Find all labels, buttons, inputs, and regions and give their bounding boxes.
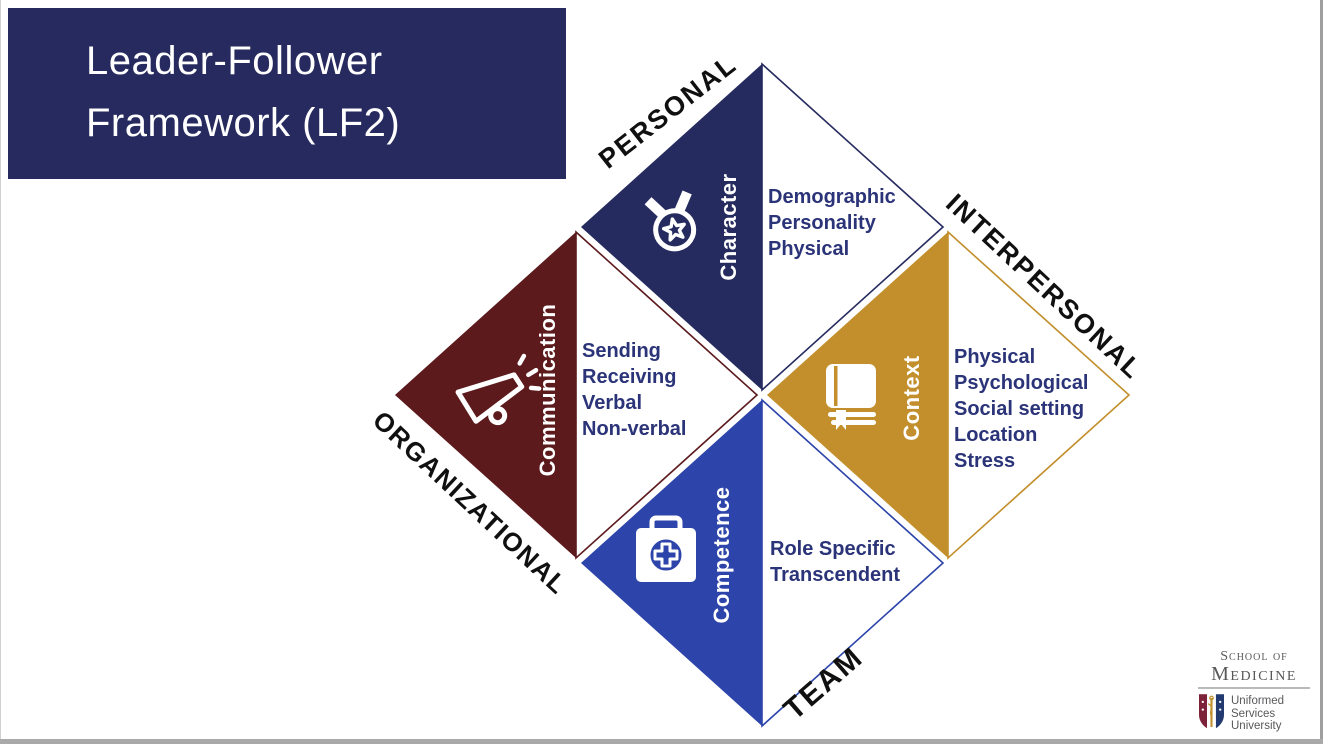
title-block: Leader-Follower Framework (LF2): [8, 8, 566, 179]
quadrant-team: [581, 398, 945, 728]
first-aid-icon: [636, 515, 696, 582]
logo-medicine: Medicine: [1211, 663, 1297, 685]
organizational-solid-half: [395, 232, 576, 558]
frame-edge-bottom: [0, 739, 1323, 744]
frame-edge-right: [1320, 0, 1323, 744]
details-interpersonal: Physical Psychological Social setting Lo…: [954, 346, 1089, 472]
medal-icon: [644, 190, 697, 252]
quadrant-organizational: [395, 230, 759, 560]
details-organizational: Sending Receiving Verbal Non-verbal: [582, 340, 687, 440]
usu-shield-icon: [1198, 694, 1225, 731]
frame-edge-left: [0, 0, 1, 744]
logo-university-name: Uniformed Services University: [1231, 695, 1285, 732]
axis-label-competence: Competence: [709, 486, 734, 624]
details-personal: Demographic Personality Physical: [768, 186, 896, 260]
axis-label-character: Character: [716, 173, 741, 281]
megaphone-icon: [455, 353, 542, 426]
quadrant-personal: [581, 62, 945, 392]
axis-label-communication: Communication: [535, 303, 560, 477]
logo-school-of: School of: [1220, 649, 1288, 664]
slide-title-line1: Leader-Follower: [86, 39, 383, 83]
slide-title-line2: Framework (LF2): [86, 101, 401, 145]
quadrant-interpersonal: [767, 230, 1131, 560]
usu-logo: School of Medicine: [1198, 650, 1310, 733]
logo-divider: [1198, 687, 1310, 689]
axis-label-context: Context: [899, 355, 924, 441]
details-team: Role Specific Transcendent: [770, 538, 901, 586]
book-icon: [826, 364, 876, 430]
